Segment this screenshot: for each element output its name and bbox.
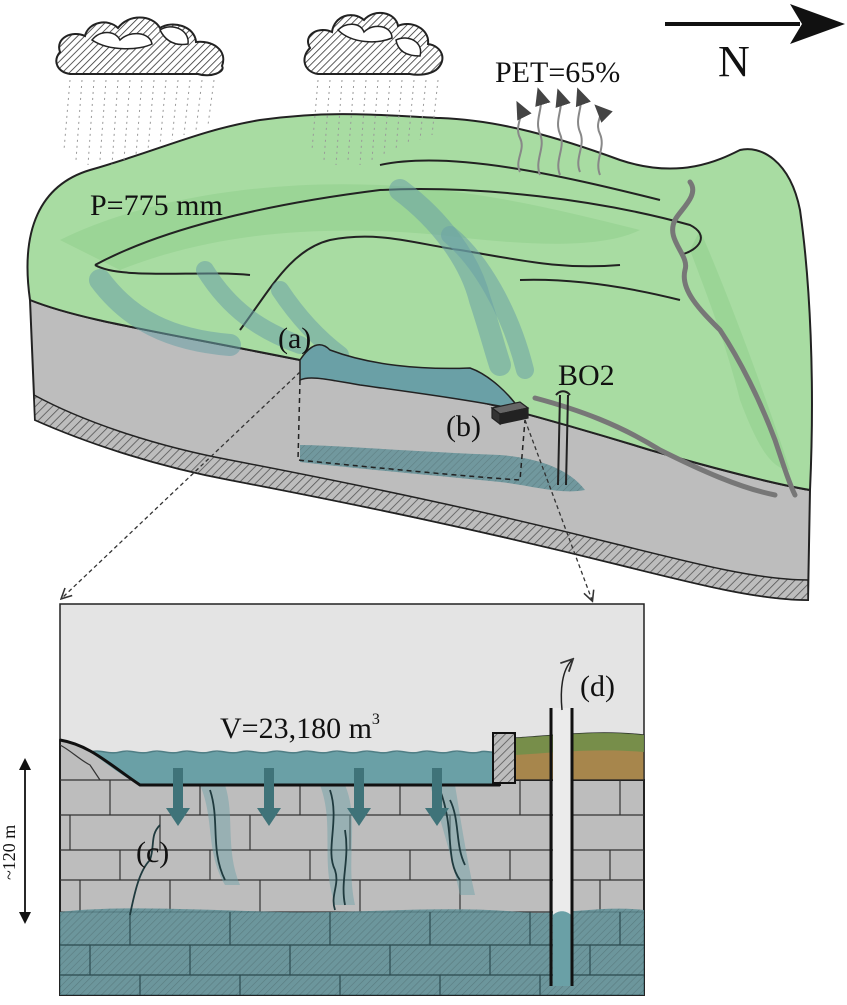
precipitation-label: P=775 mm: [90, 189, 223, 222]
ridge-line: [94, 188, 702, 266]
point-c-label: (c): [136, 836, 169, 869]
volume-label: V=23,180 m3: [220, 711, 380, 745]
rain-right: [311, 79, 439, 166]
ridge-line: [94, 264, 251, 276]
infiltration-arrows: [166, 768, 449, 826]
rain-cloud-left: [55, 16, 225, 77]
lake-section: [90, 752, 500, 785]
valley-channel: [271, 281, 349, 364]
evapotranspiration-arrows: [516, 87, 613, 176]
landscape-block: [26, 113, 813, 602]
volume-label-text: V=23,180 m: [220, 712, 372, 745]
depth-scale: ~120 m: [0, 758, 31, 924]
block-bedrock-band: [33, 393, 809, 601]
valley-channel: [389, 179, 511, 376]
leader-line-left: [62, 371, 301, 598]
rain-left: [63, 79, 215, 166]
lake-surface-wave: [89, 750, 495, 754]
valley-channel: [89, 269, 241, 356]
topsoil-vegetation: [515, 732, 644, 755]
point-a-label: (a): [278, 322, 311, 355]
ridge-line: [239, 235, 621, 331]
subsurface-water: [300, 445, 585, 492]
saturated-aquifer: [60, 908, 644, 995]
borehole-top: [555, 390, 571, 396]
rain-cloud-right: [303, 11, 444, 76]
lake-surface: [299, 344, 522, 412]
north-label: N: [718, 37, 750, 86]
stream: [532, 395, 778, 498]
lake-section-outline: [297, 379, 526, 481]
depth-label: ~120 m: [0, 825, 19, 880]
borehole-bo2: [557, 394, 569, 486]
fractures: [129, 789, 466, 916]
aquifer-joints: [60, 912, 644, 995]
cross-section-inset: V=23,180 m3 (c) (d): [59, 603, 645, 996]
spring-gauge-box: [490, 401, 530, 426]
river: [670, 179, 798, 498]
well-discharge-arrow: [561, 660, 572, 711]
valley-channel: [441, 226, 534, 379]
point-b-label: (b): [446, 410, 481, 443]
well-water: [553, 911, 571, 986]
lake-bed: [59, 738, 500, 787]
borehole-label: BO2: [558, 359, 615, 392]
ridge-line: [379, 159, 661, 201]
gauge-structure: [492, 732, 516, 784]
valley-channel: [196, 261, 309, 354]
north-arrow: [665, 4, 845, 44]
vegetation-band: [60, 184, 640, 270]
volume-label-superscript: 3: [372, 711, 380, 728]
ridge-line: [519, 278, 681, 301]
evapotranspiration-label: PET=65%: [495, 56, 620, 89]
point-d-label: (d): [580, 670, 615, 703]
